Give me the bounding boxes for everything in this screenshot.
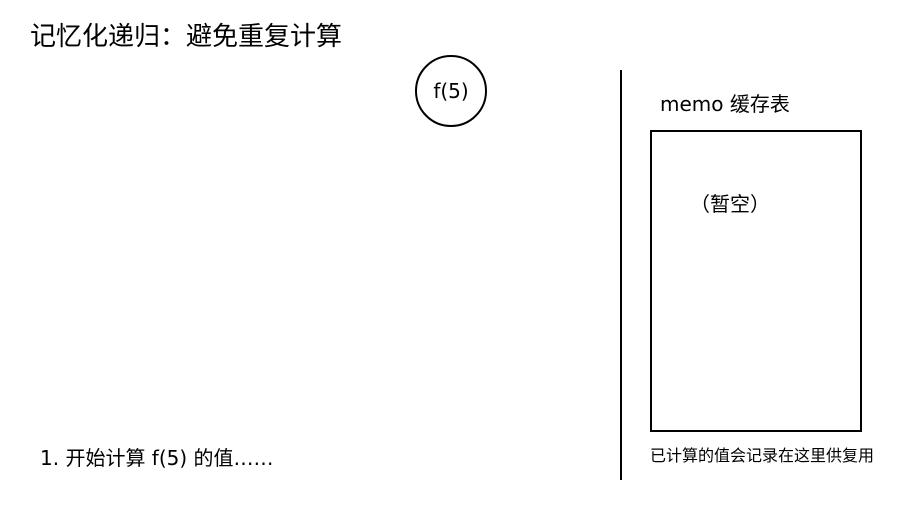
page-title: 记忆化递归：避免重复计算 bbox=[30, 22, 343, 52]
tree-node-label: f(5) bbox=[433, 79, 469, 103]
memo-empty-text: （暂空） bbox=[690, 192, 770, 216]
memo-note: 已计算的值会记录在这里供复用 bbox=[650, 446, 875, 465]
memo-title: memo 缓存表 bbox=[660, 92, 790, 116]
panel-divider bbox=[620, 70, 622, 480]
memo-table: （暂空） bbox=[650, 130, 862, 432]
tree-node-root: f(5) bbox=[415, 55, 487, 127]
step-caption: 1. 开始计算 f(5) 的值…… bbox=[40, 446, 274, 470]
